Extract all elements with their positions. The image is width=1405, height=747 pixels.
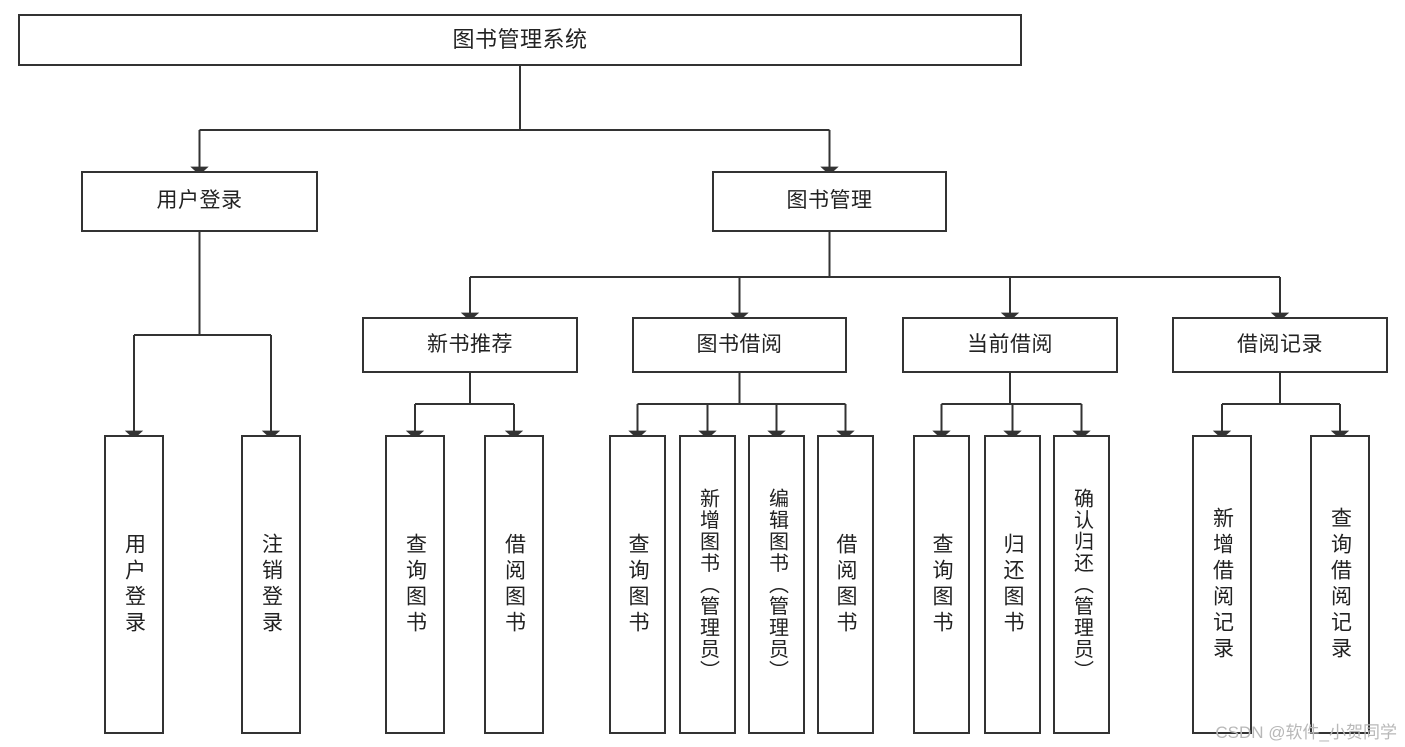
node-label: 归还图书 [1001,532,1024,637]
node-label: 新增借阅记录 [1210,506,1234,663]
node-l2-user-login[interactable]: 用户登录 [81,171,318,232]
node-label: 图书管理系统 [452,27,588,53]
watermark-label: CSDN @软件_小贺同学 [1215,723,1397,742]
node-leaf-user-login[interactable]: 用户登录 [104,435,164,734]
node-leaf-user-logout[interactable]: 注销登录 [241,435,301,734]
node-label: 查询图书 [930,532,953,637]
node-l3-borrow-record[interactable]: 借阅记录 [1172,317,1388,373]
node-l3-book-borrow[interactable]: 图书借阅 [632,317,847,373]
node-leaf-rec-query[interactable]: 查询图书 [385,435,445,734]
node-leaf-br-query[interactable]: 查询借阅记录 [1310,435,1370,734]
node-label: 用户登录 [156,189,243,213]
node-label: 当前借阅 [967,332,1053,356]
node-label: 用户登录 [122,532,146,637]
node-leaf-bb-edit[interactable]: 编辑图书（管理员） [748,435,805,734]
node-label: 借阅图书 [502,532,526,637]
node-l2-book-manage[interactable]: 图书管理 [712,171,947,232]
node-label: 查询借阅记录 [1328,506,1352,663]
node-leaf-cb-query[interactable]: 查询图书 [913,435,970,734]
node-label: 借阅图书 [834,532,857,637]
node-label: 确认归还（管理员） [1070,487,1093,682]
node-leaf-bb-query[interactable]: 查询图书 [609,435,666,734]
node-label: 图书借阅 [696,332,783,356]
node-label: 查询图书 [626,532,649,637]
node-label: 注销登录 [259,532,283,637]
node-leaf-cb-return[interactable]: 归还图书 [984,435,1041,734]
node-leaf-br-add[interactable]: 新增借阅记录 [1192,435,1252,734]
node-root[interactable]: 图书管理系统 [18,14,1022,66]
node-l3-new-book-rec[interactable]: 新书推荐 [362,317,578,373]
node-label: 新书推荐 [427,332,513,356]
node-leaf-rec-borrow[interactable]: 借阅图书 [484,435,544,734]
node-label: 编辑图书（管理员） [765,487,788,682]
node-label: 借阅记录 [1237,332,1323,356]
edge-group [124,66,1350,439]
node-leaf-bb-add[interactable]: 新增图书（管理员） [679,435,736,734]
node-label: 查询图书 [403,532,427,637]
node-label: 新增图书（管理员） [696,487,719,682]
node-label: 图书管理 [786,189,873,213]
node-l3-current-borrow[interactable]: 当前借阅 [902,317,1118,373]
node-leaf-bb-borrow[interactable]: 借阅图书 [817,435,874,734]
node-leaf-cb-confirm[interactable]: 确认归还（管理员） [1053,435,1110,734]
